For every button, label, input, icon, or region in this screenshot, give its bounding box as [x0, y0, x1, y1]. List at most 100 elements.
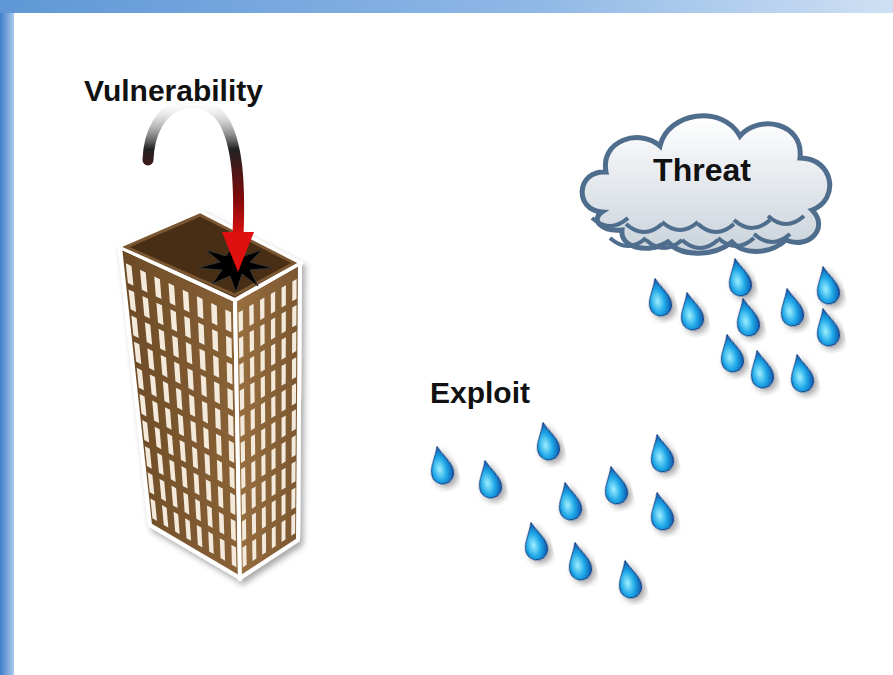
window: [282, 285, 286, 307]
window: [251, 408, 255, 430]
window: [199, 349, 205, 372]
window: [212, 329, 218, 352]
window: [194, 473, 200, 496]
window: [195, 499, 201, 522]
raindrop: [786, 352, 815, 394]
window: [228, 414, 234, 437]
window: [150, 498, 157, 521]
window: [169, 459, 175, 482]
cloud-body: [582, 116, 830, 253]
window: [215, 408, 221, 431]
window: [198, 323, 204, 346]
window: [192, 447, 198, 470]
window: [207, 505, 213, 528]
window: [190, 420, 196, 443]
window: [165, 407, 172, 430]
window: [252, 539, 256, 561]
window: [204, 453, 210, 476]
window: [162, 505, 168, 528]
window: [292, 435, 296, 457]
window: [282, 468, 286, 490]
cloud-wave: [662, 222, 698, 230]
window: [242, 545, 246, 567]
window: [260, 350, 264, 372]
window: [282, 363, 286, 385]
window: [282, 494, 286, 516]
raindrop: [724, 256, 753, 298]
window: [231, 545, 236, 568]
window: [208, 532, 213, 555]
raindrop: [600, 464, 629, 506]
cloud-wave: [734, 220, 770, 228]
window: [250, 356, 254, 378]
window: [187, 368, 193, 391]
window: [202, 401, 208, 424]
raindrop: [732, 296, 761, 338]
window: [157, 453, 164, 476]
cloud-wave: [768, 216, 804, 224]
window: [180, 440, 186, 463]
window: [231, 519, 236, 542]
window: [261, 402, 265, 424]
window: [142, 296, 149, 319]
window: [145, 322, 152, 345]
raindrop: [776, 286, 805, 328]
building-roof: [120, 212, 300, 300]
window: [126, 263, 134, 286]
window: [292, 383, 296, 405]
window: [218, 486, 224, 509]
window: [291, 487, 295, 509]
exploit-label: Exploit: [430, 376, 530, 410]
raindrop: [564, 540, 593, 582]
window: [184, 316, 191, 339]
window: [229, 466, 234, 489]
window: [261, 376, 265, 398]
window: [271, 317, 275, 339]
window: [282, 416, 286, 438]
window: [239, 336, 244, 358]
window: [230, 493, 235, 516]
window: [147, 348, 154, 371]
window: [211, 303, 217, 326]
frame-left: [0, 0, 14, 675]
window: [239, 362, 244, 384]
window: [241, 441, 245, 463]
window: [155, 427, 162, 450]
raindrop: [532, 420, 561, 462]
building: [120, 212, 300, 578]
window: [145, 446, 152, 469]
window: [241, 467, 245, 489]
window: [129, 289, 137, 312]
window: [250, 330, 254, 352]
building-left-face: [120, 247, 240, 578]
window: [240, 414, 244, 436]
window: [219, 512, 224, 535]
roof-rim: [126, 215, 294, 295]
building-right-face: [235, 263, 300, 578]
window: [186, 342, 193, 365]
cloud-wave: [754, 234, 790, 242]
window: [160, 479, 167, 502]
window: [242, 493, 246, 515]
raindrop: [614, 558, 643, 600]
window: [260, 324, 264, 346]
cloud-wave: [718, 238, 754, 246]
window: [152, 401, 159, 424]
window: [229, 440, 235, 463]
window: [226, 336, 232, 359]
window: [142, 420, 149, 443]
window: [271, 396, 275, 418]
raindrop: [646, 490, 675, 532]
windows: [126, 263, 297, 567]
window: [216, 434, 222, 457]
window: [178, 414, 184, 437]
window: [292, 279, 296, 301]
window: [272, 474, 276, 496]
window: [242, 519, 246, 541]
raindrops: [426, 256, 841, 600]
window: [189, 394, 195, 417]
window: [217, 460, 223, 483]
window: [167, 433, 174, 456]
raindrop: [812, 264, 841, 306]
window: [292, 357, 296, 379]
